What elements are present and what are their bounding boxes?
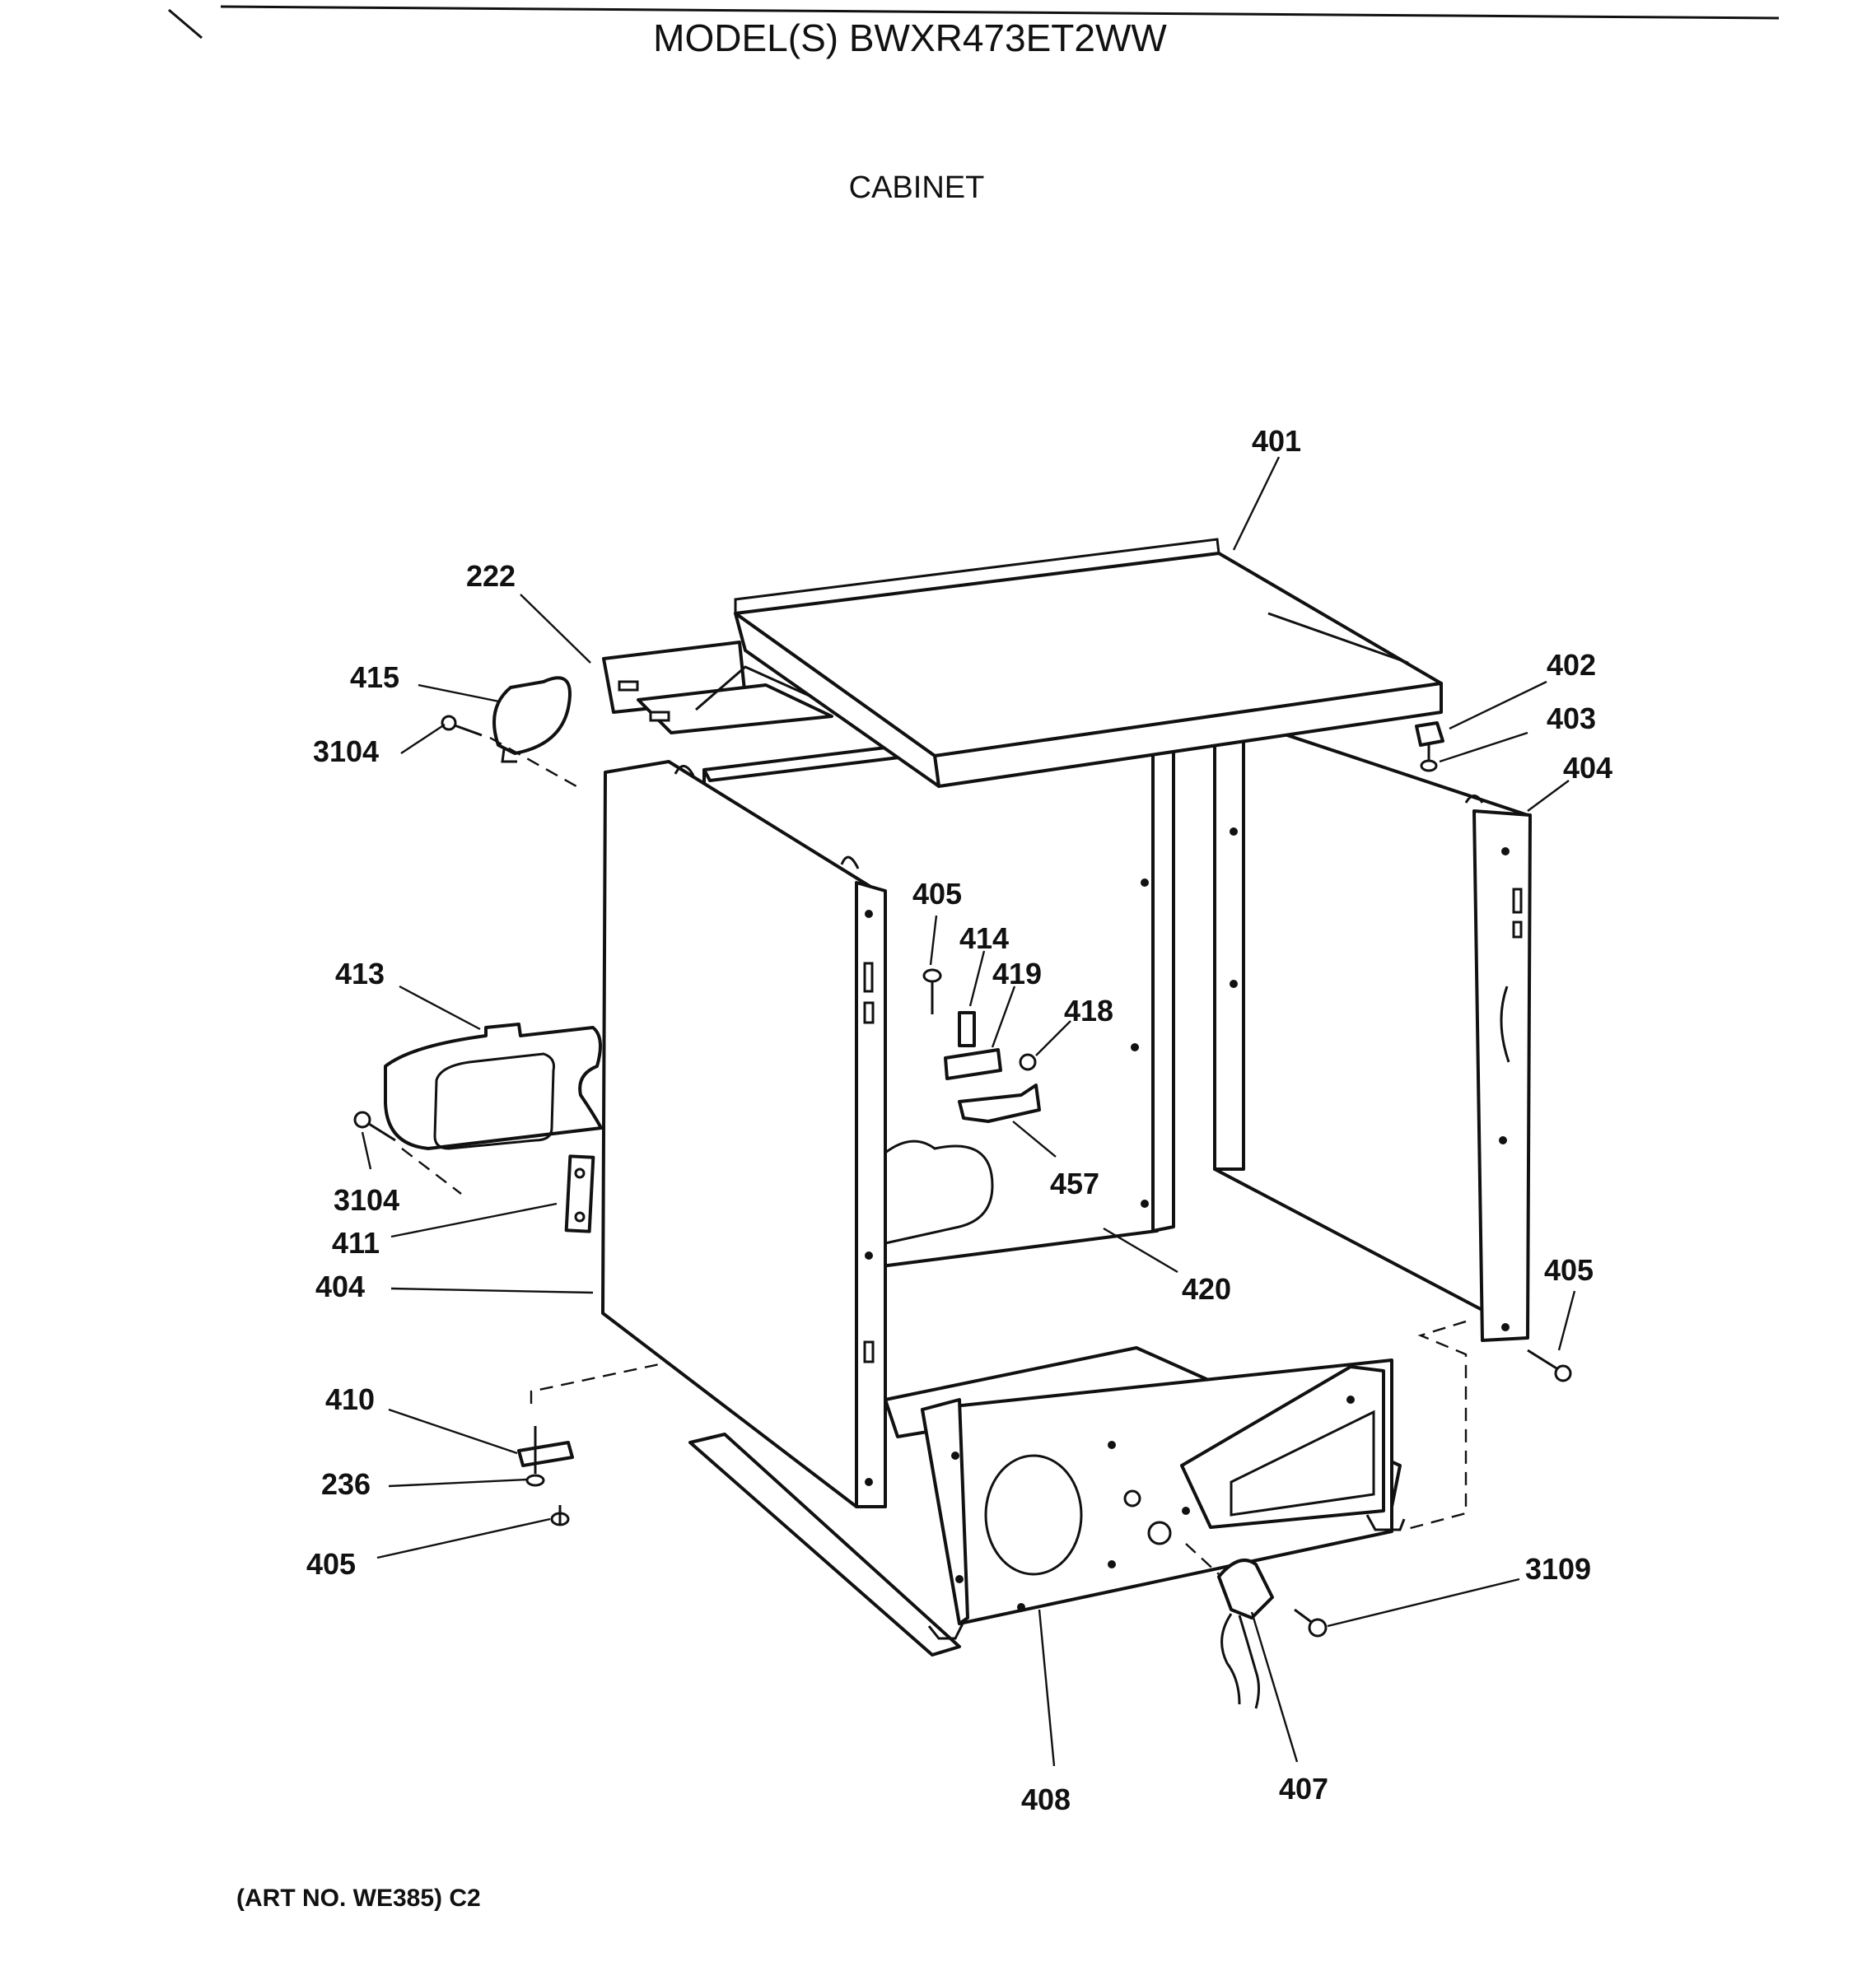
label-414: 414 <box>959 921 1009 955</box>
bracket-457 <box>958 1084 1041 1123</box>
part-236 <box>525 1474 545 1487</box>
part-418 <box>1019 1053 1037 1071</box>
top-panel <box>734 538 1443 788</box>
label-419: 419 <box>992 957 1042 990</box>
label-418: 418 <box>1064 994 1113 1028</box>
label-405-right: 405 <box>1544 1253 1594 1287</box>
label-405-lower-left: 405 <box>306 1547 356 1581</box>
bracket-419 <box>944 1048 1002 1080</box>
label-222: 222 <box>466 559 516 593</box>
screw-3109 <box>1294 1608 1328 1638</box>
label-401: 401 <box>1252 424 1301 458</box>
screw-405-upper <box>922 968 942 1014</box>
rear-top-strip <box>602 641 833 734</box>
label-3104-top: 3104 <box>313 734 379 768</box>
part-414 <box>958 1011 976 1047</box>
label-413: 413 <box>335 957 385 990</box>
front-cutout <box>884 1139 994 1245</box>
hinge-411 <box>564 1154 595 1233</box>
screw-3104-top <box>441 715 483 737</box>
screw-405-lower-left <box>550 1505 570 1526</box>
screw-3104-left <box>353 1111 396 1142</box>
corner-mark <box>168 8 203 40</box>
bracket-415 <box>492 676 572 763</box>
leader-lines <box>361 456 1576 1767</box>
harness-407 <box>1217 1559 1274 1709</box>
label-404-left: 404 <box>315 1270 365 1303</box>
label-411: 411 <box>332 1226 380 1260</box>
clip-402 <box>1415 721 1444 772</box>
label-3109: 3109 <box>1525 1552 1591 1586</box>
screw-405-right <box>1527 1349 1572 1382</box>
label-3104-left: 3104 <box>334 1183 399 1217</box>
base-frame <box>688 1346 1406 1657</box>
label-404-right: 404 <box>1563 751 1612 785</box>
page-title: MODEL(S) BWXR473ET2WW <box>653 16 1167 59</box>
label-402: 402 <box>1547 648 1596 682</box>
dashed-guides <box>401 736 1468 1575</box>
label-420: 420 <box>1182 1272 1231 1306</box>
label-408: 408 <box>1021 1783 1071 1816</box>
lint-duct-413 <box>384 1023 603 1150</box>
label-405-upper: 405 <box>912 877 962 911</box>
section-title: CABINET <box>849 170 985 205</box>
label-457: 457 <box>1050 1167 1099 1200</box>
part-labels: 401 222 415 3104 402 403 404 405 414 419… <box>306 424 1612 1816</box>
foot-410 <box>517 1426 574 1474</box>
right-side-panel <box>1213 721 1532 1342</box>
top-border-line <box>220 5 1780 20</box>
label-403: 403 <box>1547 701 1596 735</box>
left-side-panel <box>601 760 887 1508</box>
label-407: 407 <box>1279 1772 1328 1806</box>
label-415: 415 <box>350 660 399 694</box>
label-410: 410 <box>325 1382 375 1416</box>
art-number: (ART NO. WE385) C2 <box>236 1885 481 1912</box>
label-236: 236 <box>321 1467 371 1501</box>
